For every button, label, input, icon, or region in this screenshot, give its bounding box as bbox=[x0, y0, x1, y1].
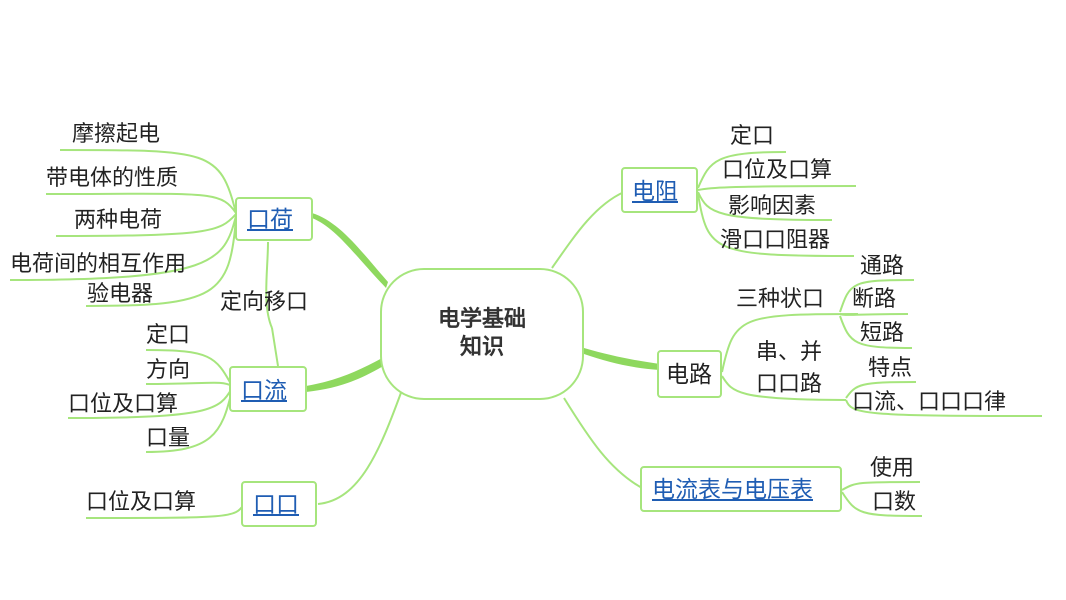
resistance-leaf-definition[interactable]: 定口 bbox=[730, 124, 775, 149]
center-topic-title: 电学基础知识 bbox=[437, 307, 526, 360]
resistance-leaf-factors[interactable]: 影响因素 bbox=[728, 194, 817, 219]
states-leaf-open[interactable]: 断路 bbox=[852, 287, 897, 312]
circuit-states-label[interactable]: 三种状口 bbox=[736, 287, 825, 312]
branch-meters[interactable]: 电流表与电压表 bbox=[640, 466, 842, 512]
connector-center-circuit bbox=[584, 348, 660, 370]
connector-current-leaves bbox=[67, 349, 233, 453]
charge-current-connector-label: 定向移口 bbox=[220, 290, 309, 315]
voltage-leaf-unit-calc[interactable]: 口位及口算 bbox=[86, 490, 197, 515]
connector-charge-current bbox=[265, 241, 279, 367]
connector-charge-leaves bbox=[9, 149, 237, 307]
charge-leaf-friction[interactable]: 摩擦起电 bbox=[72, 122, 161, 147]
current-leaf-measure[interactable]: 口量 bbox=[146, 426, 191, 451]
meters-leaf-reading[interactable]: 口数 bbox=[872, 490, 917, 515]
current-leaf-direction[interactable]: 方向 bbox=[146, 358, 191, 383]
circuit-series-parallel-line2[interactable]: 口口路 bbox=[756, 372, 823, 397]
connector-states-leaves bbox=[839, 279, 915, 349]
charge-leaf-interaction[interactable]: 电荷间的相互作用 bbox=[10, 252, 187, 277]
connector-center-current bbox=[306, 356, 390, 392]
connector-circuit-leaves bbox=[721, 313, 859, 401]
connector-series-leaves bbox=[845, 381, 1043, 417]
branch-voltage[interactable]: 口口 bbox=[241, 481, 317, 527]
branch-resistance[interactable]: 电阻 bbox=[621, 167, 698, 213]
connector-center-voltage bbox=[317, 389, 403, 505]
branch-current[interactable]: 口流 bbox=[229, 366, 307, 412]
current-leaf-definition[interactable]: 定口 bbox=[146, 323, 191, 348]
series-leaf-features[interactable]: 特点 bbox=[868, 356, 913, 381]
connector-meters-leaves bbox=[841, 481, 923, 517]
charge-leaf-two-kinds[interactable]: 两种电荷 bbox=[74, 208, 163, 233]
connector-resistance-leaves bbox=[697, 151, 857, 257]
connector-center-resistance bbox=[551, 191, 625, 269]
resistance-leaf-rheostat[interactable]: 滑口口阻器 bbox=[720, 228, 831, 253]
branch-circuit[interactable]: 电路 bbox=[657, 350, 722, 398]
states-leaf-closed[interactable]: 通路 bbox=[860, 254, 905, 279]
branch-charge[interactable]: 口荷 bbox=[235, 197, 313, 241]
connector-center-charge bbox=[312, 213, 388, 288]
charge-leaf-electroscope[interactable]: 验电器 bbox=[87, 282, 154, 307]
connector-voltage-leaves bbox=[85, 503, 245, 519]
connector-center-meters bbox=[563, 397, 643, 489]
charge-leaf-properties[interactable]: 带电体的性质 bbox=[46, 166, 179, 191]
meters-leaf-usage[interactable]: 使用 bbox=[870, 456, 915, 481]
resistance-leaf-unit-calc[interactable]: 口位及口算 bbox=[722, 158, 833, 183]
current-leaf-unit-calc[interactable]: 口位及口算 bbox=[68, 392, 179, 417]
states-leaf-short[interactable]: 短路 bbox=[860, 321, 905, 346]
center-topic[interactable]: 电学基础知识 bbox=[380, 268, 584, 400]
circuit-series-parallel-line1[interactable]: 串、并 bbox=[756, 340, 823, 365]
series-leaf-laws[interactable]: 口流、口口口律 bbox=[852, 390, 1007, 415]
